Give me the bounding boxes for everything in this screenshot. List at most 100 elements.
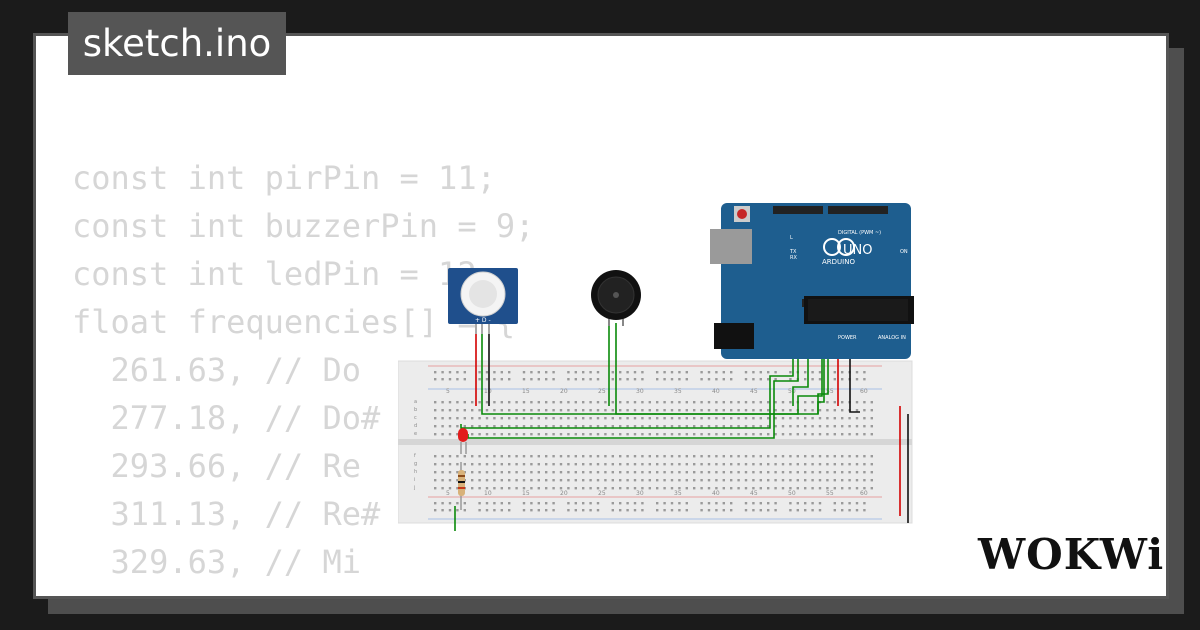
- breadboard-hole: [656, 455, 659, 458]
- breadboard-hole: [456, 401, 459, 404]
- breadboard-hole: [796, 417, 799, 420]
- breadboard-hole: [574, 471, 577, 474]
- led-icon[interactable]: [458, 428, 468, 454]
- breadboard-hole: [485, 509, 489, 512]
- breadboard-hole: [611, 401, 614, 404]
- breadboard-hole: [774, 401, 777, 404]
- breadboard-hole: [530, 487, 533, 490]
- breadboard-hole: [611, 371, 614, 374]
- breadboard-hole: [833, 502, 836, 505]
- breadboard-hole: [434, 401, 437, 404]
- breadboard-hole: [478, 502, 481, 505]
- breadboard-hole: [744, 378, 748, 381]
- pir-sensor-icon[interactable]: + D -: [448, 266, 518, 334]
- breadboard-hole: [478, 479, 481, 482]
- breadboard-hole: [744, 463, 748, 466]
- breadboard-hole: [589, 433, 592, 436]
- breadboard-hole: [530, 502, 533, 505]
- svg-text:j: j: [413, 485, 415, 491]
- breadboard-hole: [730, 455, 733, 458]
- svg-text:40: 40: [712, 388, 720, 395]
- breadboard-hole: [826, 463, 829, 466]
- breadboard-hole: [781, 455, 785, 458]
- breadboard-hole: [811, 455, 814, 458]
- breadboard-hole: [530, 401, 533, 404]
- breadboard-hole: [767, 455, 770, 458]
- breadboard-hole: [537, 425, 540, 428]
- breadboard-hole: [715, 509, 718, 512]
- breadboard-hole: [626, 401, 629, 404]
- code-line: 293.66, // Re: [72, 447, 361, 485]
- breadboard-hole: [870, 401, 873, 404]
- breadboard-hole: [656, 401, 659, 404]
- breadboard-hole: [744, 371, 748, 374]
- breadboard-hole: [855, 425, 859, 428]
- svg-text:5: 5: [446, 490, 450, 497]
- resistor-icon[interactable]: [458, 462, 465, 510]
- breadboard-hole: [774, 471, 777, 474]
- breadboard-hole: [530, 371, 533, 374]
- breadboard-hole: [707, 509, 711, 512]
- breadboard-hole: [826, 487, 829, 490]
- breadboard-hole: [781, 433, 785, 436]
- arduino-uno-board[interactable]: UNO ARDUINO DIGITAL (PWM ~) POWER ANALOG…: [710, 203, 914, 359]
- breadboard-hole: [448, 487, 452, 490]
- breadboard-hole: [863, 425, 866, 428]
- breadboard-hole: [789, 471, 792, 474]
- breadboard-hole: [552, 409, 555, 412]
- breadboard-hole: [774, 479, 777, 482]
- breadboard-hole: [434, 455, 437, 458]
- breadboard-hole: [478, 409, 481, 412]
- breadboard-hole: [744, 433, 748, 436]
- breadboard-hole: [848, 433, 851, 436]
- svg-text:10: 10: [484, 490, 492, 497]
- breadboard-hole: [767, 463, 770, 466]
- breadboard-hole: [781, 425, 785, 428]
- breadboard-hole: [715, 378, 718, 381]
- breadboard-hole: [863, 371, 866, 374]
- breadboard-hole: [656, 433, 659, 436]
- breadboard-hole: [626, 455, 629, 458]
- breadboard-hole: [855, 487, 859, 490]
- breadboard-hole: [611, 433, 614, 436]
- breadboard-hole: [722, 417, 725, 420]
- breadboard-hole: [848, 502, 851, 505]
- breadboard-hole: [633, 409, 637, 412]
- breadboard-hole: [522, 479, 526, 482]
- breadboard-hole: [811, 371, 814, 374]
- breadboard-hole: [589, 417, 592, 420]
- breadboard-hole: [663, 509, 666, 512]
- breadboard-hole: [678, 433, 681, 436]
- breadboard-hole: [730, 401, 733, 404]
- breadboard-hole: [530, 425, 533, 428]
- breadboard-hole: [619, 487, 622, 490]
- breadboard-hole: [493, 455, 496, 458]
- breadboard-hole: [811, 502, 814, 505]
- breadboard-hole: [685, 401, 688, 404]
- breadboard-hole: [545, 471, 548, 474]
- breadboard-hole: [848, 509, 851, 512]
- breadboard-hole: [700, 455, 703, 458]
- breadboard-hole: [841, 417, 844, 420]
- breadboard-hole: [737, 463, 740, 466]
- breadboard-hole: [648, 425, 651, 428]
- buzzer-icon[interactable]: [591, 270, 641, 326]
- breadboard-hole: [804, 401, 807, 404]
- breadboard-hole: [767, 509, 770, 512]
- breadboard-hole: [841, 479, 844, 482]
- breadboard-hole: [781, 479, 785, 482]
- breadboard-hole: [448, 509, 452, 512]
- breadboard-hole: [641, 409, 644, 412]
- breadboard-hole: [567, 378, 570, 381]
- svg-text:35: 35: [674, 490, 682, 497]
- breadboard-hole: [434, 425, 437, 428]
- svg-text:35: 35: [674, 388, 682, 395]
- breadboard-hole: [633, 378, 637, 381]
- breadboard-hole: [656, 502, 659, 505]
- breadboard-hole: [855, 471, 859, 474]
- breadboard-hole: [471, 409, 474, 412]
- breadboard-hole: [781, 417, 785, 420]
- breadboard-hole: [774, 509, 777, 512]
- breadboard-hole: [678, 371, 681, 374]
- breadboard-hole: [567, 425, 570, 428]
